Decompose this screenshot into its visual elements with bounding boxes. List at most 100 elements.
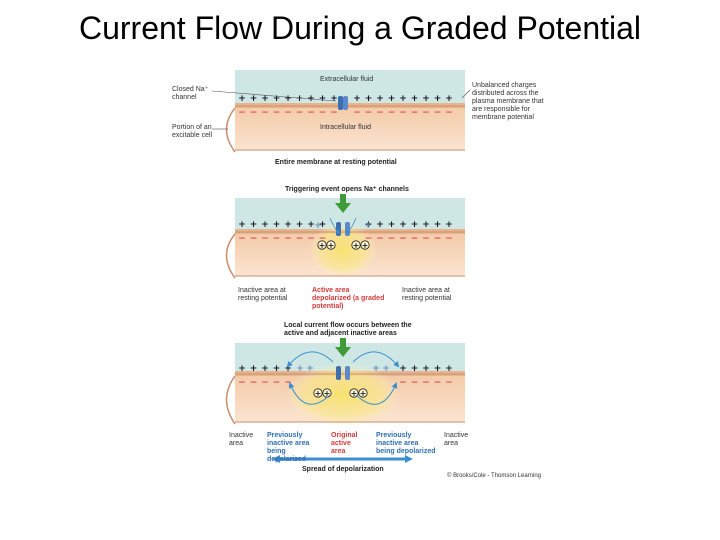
minus-charge: − (307, 108, 315, 118)
prev-inactive-right-label: Previously inactive area being depolariz… (376, 432, 436, 455)
minus-charge: − (434, 108, 442, 118)
plus-charge: + (445, 364, 453, 374)
minus-charge: − (273, 234, 281, 244)
plus-charge: + (353, 94, 361, 104)
faded-plus-charge: + (372, 364, 380, 374)
original-active-label: Original active area (331, 432, 358, 455)
minus-charge: − (238, 234, 246, 244)
intracellular-fluid-label: Intracellular fluid (320, 124, 371, 131)
membrane-band (235, 103, 465, 111)
minus-charge: − (261, 108, 269, 118)
extracellular-fluid-region (235, 70, 465, 108)
trigger-caption: Triggering event opens Na⁺ channels (285, 186, 409, 193)
current-loop-outer-left (286, 351, 334, 368)
cell-left-curve (225, 375, 236, 425)
inner-plus-charge-sign: + (324, 389, 331, 398)
plus-charge: + (365, 220, 373, 230)
cell-left-curve (225, 107, 236, 153)
na-influx-arrow-left (329, 217, 341, 235)
plus-charge: + (445, 220, 453, 230)
plus-charge: + (376, 94, 384, 104)
plus-charge: + (365, 94, 373, 104)
minus-charge: − (411, 234, 419, 244)
unbalanced-pointer (461, 89, 471, 99)
panel-triggered: ++++++++++++++++ −−−−−−−−−−−−−−−− ++++++ (225, 194, 465, 279)
inner-plus-charge (358, 388, 368, 398)
closed-na-channel-icon (338, 96, 348, 110)
minus-charge: − (422, 378, 430, 388)
minus-charge: − (399, 108, 407, 118)
minus-charge: − (261, 234, 269, 244)
plus-charge: + (261, 94, 269, 104)
inner-plus-charge-sign: + (360, 389, 367, 398)
minus-charge: − (307, 234, 315, 244)
minus-charge: − (353, 108, 361, 118)
plus-charge: + (411, 220, 419, 230)
plus-charge: + (434, 220, 442, 230)
minus-charge: − (445, 234, 453, 244)
plus-charge: + (319, 94, 327, 104)
copyright-credit: © Brooks/Cole - Thomson Learning (447, 473, 542, 479)
plus-charge: + (284, 364, 292, 374)
plus-charge: + (284, 94, 292, 104)
minus-charge: − (388, 108, 396, 118)
minus-charge: − (250, 234, 258, 244)
current-flow-caption: Local current flow occurs between the ac… (284, 322, 412, 337)
inner-plus-charge (360, 240, 370, 250)
plus-charge: + (307, 220, 315, 230)
minus-charge: − (238, 108, 246, 118)
depolarized-glow (309, 222, 377, 278)
minus-charge: − (388, 234, 396, 244)
plus-charge: + (399, 220, 407, 230)
extracellular-fluid-label: Extracellular fluid (320, 76, 374, 83)
plus-charge: + (250, 220, 258, 230)
faded-plus-charge: + (306, 364, 314, 374)
minus-charge: − (261, 378, 269, 388)
minus-charge: − (273, 378, 281, 388)
minus-charge: − (445, 378, 453, 388)
plus-charge: + (422, 364, 430, 374)
plus-charge: + (296, 94, 304, 104)
inner-plus-charge-sign: + (315, 389, 322, 398)
plus-charge: + (284, 220, 292, 230)
negative-charges-row: −−−−−−−−−− (238, 378, 453, 388)
current-loop-outer-right (352, 351, 400, 368)
current-loop-inner-left (288, 382, 331, 405)
plus-charge: + (273, 220, 281, 230)
plus-charge: + (411, 94, 419, 104)
spread-of-depolarization-arrow (272, 455, 413, 463)
prev-inactive-left-label: Previously inactive area being depolariz… (267, 432, 310, 463)
inactive-area-right-label: Inactive area (444, 432, 469, 447)
minus-charge: − (284, 378, 292, 388)
positive-charges-row: ++++++++++ (238, 364, 453, 374)
plus-charge: + (319, 220, 327, 230)
plus-charge: + (422, 94, 430, 104)
faded-plus-charge: + (382, 364, 390, 374)
trigger-arrow-icon (335, 194, 351, 213)
minus-charge: − (422, 234, 430, 244)
open-na-channel-icon (336, 366, 350, 380)
minus-charge: − (411, 108, 419, 118)
minus-charge: − (273, 108, 281, 118)
plus-charge: + (376, 220, 384, 230)
slide-title: Current Flow During a Graded Potential (78, 10, 642, 46)
inner-plus-charge-sign: + (319, 241, 326, 250)
minus-charge: − (330, 108, 338, 118)
minus-charge: − (365, 234, 373, 244)
faded-plus-charge: + (314, 221, 322, 231)
inactive-right-label: Inactive area at resting potential (402, 287, 452, 302)
inner-plus-charge-sign: + (351, 389, 358, 398)
minus-charge: − (319, 234, 327, 244)
minus-charge: − (434, 378, 442, 388)
inner-plus-charge-sign: + (328, 241, 335, 250)
minus-charge: − (445, 108, 453, 118)
inactive-area-left-label: Inactive area (229, 432, 254, 447)
spread-label: Spread of depolarization (302, 466, 384, 473)
plus-charge: + (273, 94, 281, 104)
unbalanced-charges-label: Unbalanced charges distributed across th… (472, 82, 544, 121)
minus-charge: − (296, 108, 304, 118)
minus-charge: − (365, 108, 373, 118)
plus-charge: + (250, 94, 258, 104)
faded-plus-charge: + (364, 221, 372, 231)
